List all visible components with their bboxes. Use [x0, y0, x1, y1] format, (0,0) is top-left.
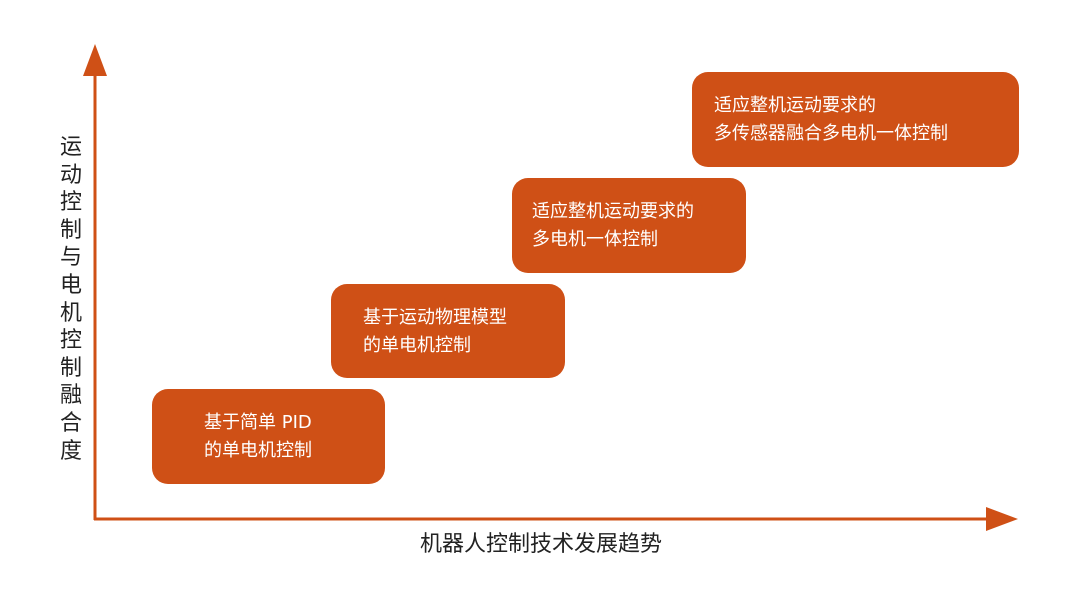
step-box-physical-model-single-motor: 基于运动物理模型 的单电机控制: [331, 284, 565, 378]
x-axis-arrow-icon: [986, 507, 1018, 531]
step-box-multi-sensor-fusion: 适应整机运动要求的 多传感器融合多电机一体控制: [692, 72, 1019, 167]
step-line-1: 适应整机运动要求的: [532, 201, 694, 222]
y-axis-label: 运动控制与电机控制融合度: [59, 135, 82, 464]
step-line-2: 多电机一体控制: [532, 229, 658, 250]
step-line-1: 适应整机运动要求的: [714, 95, 876, 116]
step-box-pid-single-motor: 基于简单 PID 的单电机控制: [152, 389, 385, 484]
y-axis-arrow-icon: [83, 44, 107, 76]
step-box-multi-motor-integrated: 适应整机运动要求的 多电机一体控制: [512, 178, 746, 273]
step-line-1: 基于简单 PID: [204, 412, 312, 433]
step-line-1: 基于运动物理模型: [363, 307, 507, 328]
step-line-2: 多传感器融合多电机一体控制: [714, 123, 948, 144]
step-line-2: 的单电机控制: [363, 335, 471, 356]
x-axis-label: 机器人控制技术发展趋势: [420, 532, 663, 557]
step-line-2: 的单电机控制: [204, 440, 312, 461]
